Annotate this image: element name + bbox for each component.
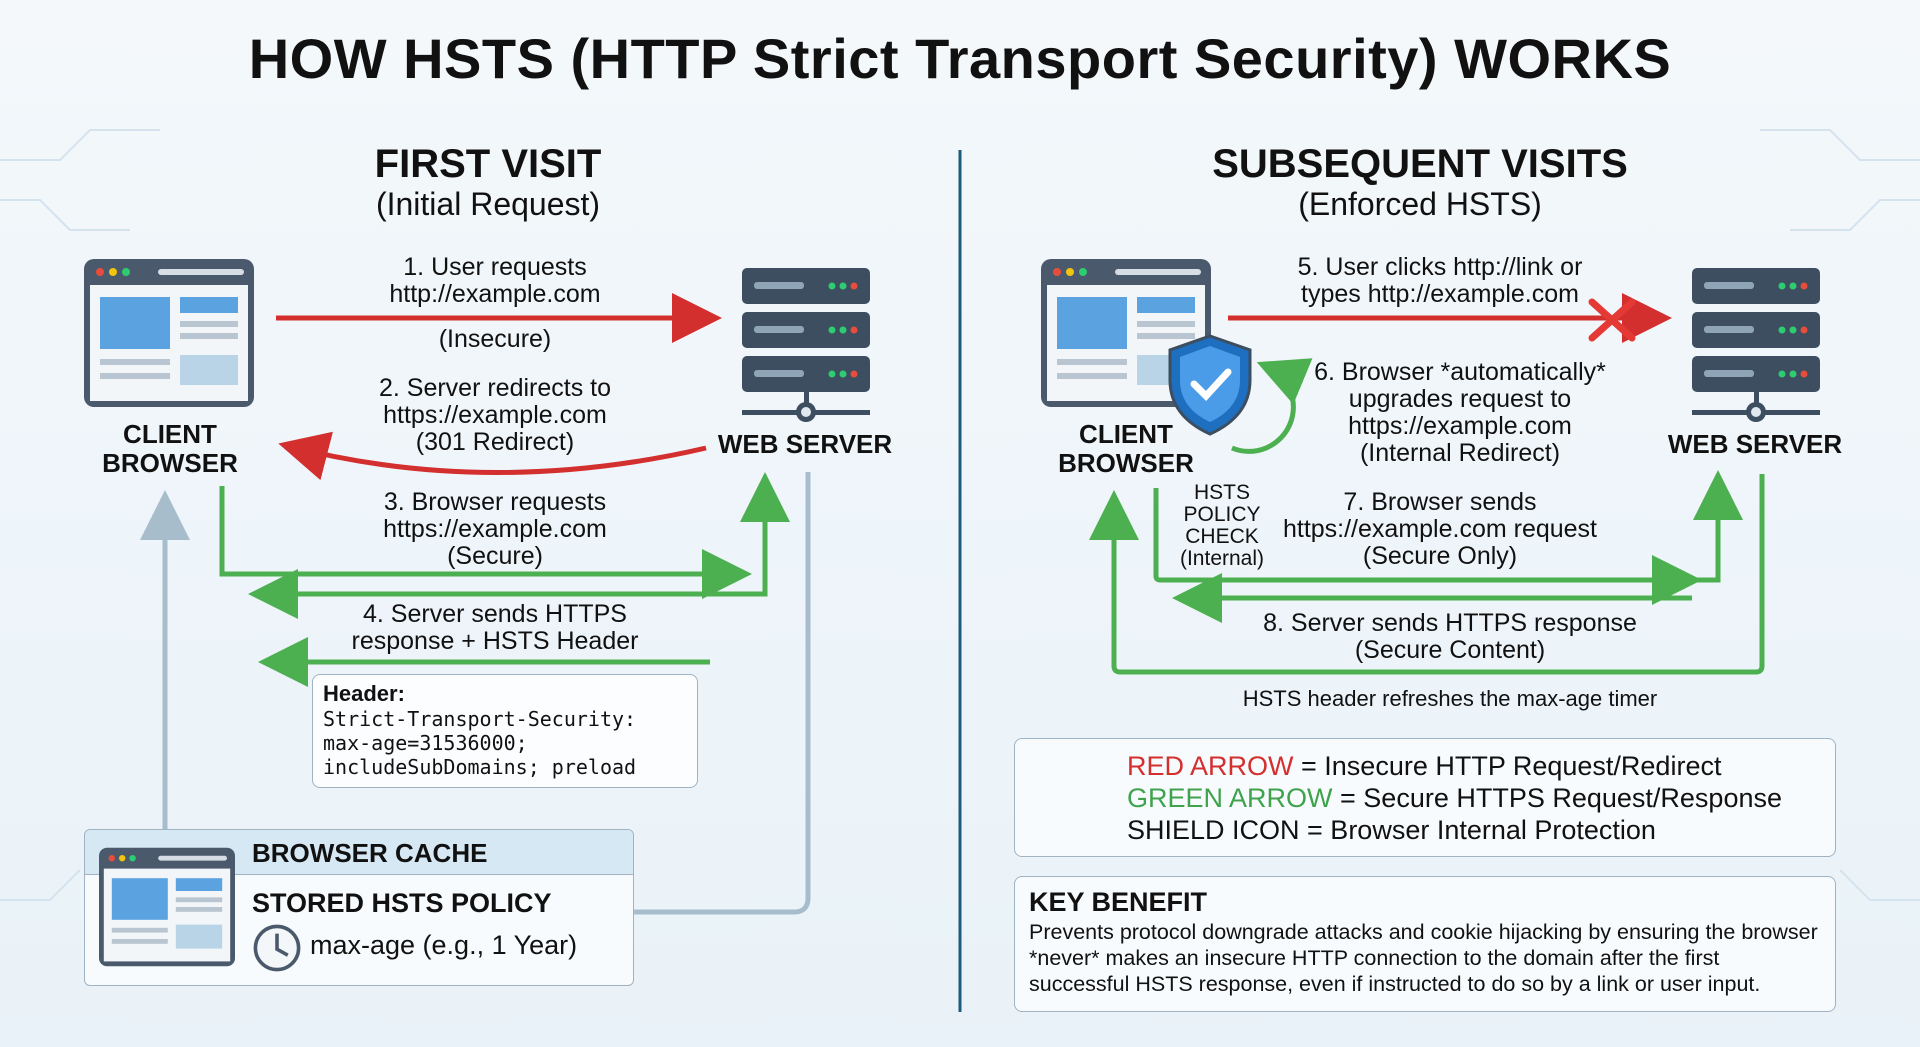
step4-text: 4. Server sends HTTPS response + HSTS He… — [351, 600, 639, 655]
outer-green-loop — [1089, 474, 1765, 675]
page-title: HOW HSTS (HTTP Strict Transport Security… — [248, 27, 1672, 90]
browser-cache-box: BROWSER CACHE STORED HSTS POLICY max-age… — [84, 829, 634, 986]
legend-green-key: GREEN ARROW — [1127, 783, 1333, 813]
client-browser-label: CLIENT BROWSER — [102, 419, 238, 478]
subsequent-subtitle: (Enforced HSTS) — [1298, 186, 1542, 222]
key-benefit-text: Prevents protocol downgrade attacks and … — [1029, 920, 1818, 996]
client-browser-icon — [84, 259, 254, 407]
web-server-label: WEB SERVER — [717, 429, 893, 459]
step1-insecure: (Insecure) — [438, 325, 552, 353]
web-server-icon — [742, 268, 870, 422]
header-box-code: Strict-Transport-Security: max-age=31536… — [323, 707, 637, 779]
step1-text: 1. User requests http://example.com — [389, 253, 601, 308]
step2-red-arrow — [278, 431, 707, 481]
step3-up-arrow — [740, 472, 790, 597]
hsts-policy-check-label: HSTS POLICY CHECK (Internal) — [1179, 481, 1265, 570]
legend-green-desc: = Secure HTTPS Request/Response — [1332, 783, 1782, 813]
web-server-label-2: WEB SERVER — [1667, 429, 1843, 459]
hsts-header-box: Header: Strict-Transport-Security: max-a… — [312, 674, 698, 788]
step2-text: 2. Server redirects to https://example.c… — [378, 374, 612, 456]
step5-text: 5. User clicks http://link or types http… — [1297, 253, 1583, 308]
step8-text: 8. Server sends HTTPS response (Secure C… — [1263, 609, 1637, 664]
legend-red-key: RED ARROW — [1127, 751, 1294, 781]
first-visit-title: FIRST VISIT — [374, 142, 602, 186]
key-benefit-title: KEY BENEFIT — [1029, 887, 1208, 917]
legend-shield-row: SHIELD ICON = Browser Internal Protectio… — [1127, 815, 1656, 845]
step6-text: 6. Browser *automatically* upgrades requ… — [1314, 358, 1606, 467]
legend-red-desc: = Insecure HTTP Request/Redirect — [1293, 751, 1722, 781]
step3-text: 3. Browser requests https://example.com … — [383, 488, 607, 570]
header-box-title: Header: — [323, 681, 405, 706]
legend-green-row: GREEN ARROW = Secure HTTPS Request/Respo… — [1127, 783, 1782, 814]
cache-policy: STORED HSTS POLICY — [252, 888, 552, 918]
shield-check-icon — [1168, 334, 1252, 436]
step3-green-arrow — [219, 486, 752, 599]
key-benefit-box: KEY BENEFIT Prevents protocol downgrade … — [1014, 876, 1836, 1012]
legend-red-row: RED ARROW = Insecure HTTP Request/Redire… — [1127, 751, 1721, 782]
cache-clock-icon — [253, 924, 301, 972]
cache-max-age: max-age (e.g., 1 Year) — [310, 930, 578, 960]
first-visit-subtitle: (Initial Request) — [375, 186, 601, 222]
subsequent-title: SUBSEQUENT VISITS — [1212, 142, 1628, 186]
client-browser-label-2: CLIENT BROWSER — [1058, 419, 1194, 478]
step7-green-arrow — [1153, 488, 1702, 605]
legend-box: RED ARROW = Insecure HTTP Request/Redire… — [1014, 738, 1836, 857]
refresh-note: HSTS header refreshes the max-age timer — [1242, 686, 1658, 711]
cache-title: BROWSER CACHE — [252, 838, 488, 868]
cross-icon — [1588, 298, 1636, 342]
cache-server-line — [632, 472, 811, 915]
step7-text: 7. Browser sends https://example.com req… — [1282, 488, 1598, 570]
refresh-arrow-icon — [1231, 358, 1313, 454]
step7-up-arrow — [1692, 470, 1743, 583]
web-server-icon-2 — [1692, 268, 1820, 422]
cache-browser-icon — [99, 847, 235, 967]
